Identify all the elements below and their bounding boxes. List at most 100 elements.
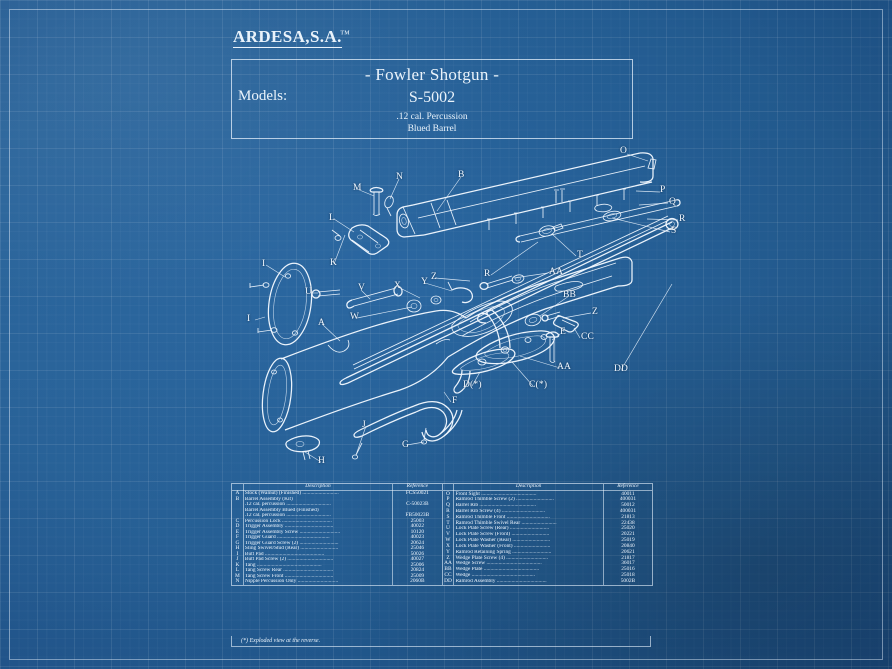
row-reference: 25020	[621, 525, 635, 532]
product-name: - Fowler Shotgun -	[364, 65, 500, 84]
table-footnote: (*) Exploded view at the reverse.	[231, 636, 651, 647]
callout-H: H	[318, 456, 326, 466]
callout-A: A	[318, 318, 326, 328]
callout-U: U	[305, 287, 313, 297]
callout-V: V	[358, 283, 366, 293]
trigger-guard-part	[352, 402, 462, 459]
callout-G: G	[402, 440, 410, 450]
row-description: Barrel Rib .............................…	[453, 503, 604, 509]
callout-Z: Z	[431, 272, 438, 282]
row-letter: P	[442, 497, 455, 504]
sling-swivel-stud-part	[286, 436, 320, 460]
row-letter	[232, 507, 244, 513]
row-description: Ramrod Retaining Spring ................…	[453, 549, 604, 556]
callout-F: F	[452, 396, 458, 406]
callout-Q: Q	[669, 197, 677, 207]
row-description: Wedge Plate ............................…	[453, 566, 604, 573]
row-description: Ramrod Thimble Screw (2) ...............…	[453, 497, 604, 504]
row-description: Percussion Lock ........................…	[243, 518, 394, 524]
row-reference: 5002B	[620, 577, 636, 584]
header-description: Description	[453, 484, 604, 492]
row-letter: N	[232, 578, 244, 585]
row-description: .12 cal. percussion ....................…	[243, 513, 394, 519]
row-reference: 50012	[621, 502, 635, 509]
row-letter: CC	[442, 572, 455, 579]
row-reference: 10120	[410, 528, 425, 535]
models-label: Models:	[238, 88, 288, 104]
table-row: .12 cal. percussion ....................…	[232, 512, 442, 519]
row-description: Nipple Percussion Only .................…	[243, 579, 394, 585]
row-description: Butt Pad ...............................…	[243, 551, 394, 557]
row-description: Ramrod Thimble Swivel Rear .............…	[453, 520, 604, 527]
row-reference: 20621	[621, 548, 635, 555]
trademark-symbol: ™	[340, 29, 350, 40]
row-letter	[232, 502, 244, 508]
row-reference: 25046	[410, 545, 425, 551]
callout-AA: AA	[549, 267, 564, 277]
row-reference: FCS50021	[405, 490, 429, 496]
row-letter: U	[442, 526, 455, 533]
callout-I-left: I	[247, 314, 251, 324]
row-reference: 25018	[621, 571, 635, 578]
row-description: Wedge Screw ............................…	[453, 561, 604, 567]
row-letter: DD	[442, 578, 455, 585]
row-description: Front Sight ............................…	[453, 490, 604, 498]
table-header-row: Description Reference	[232, 483, 442, 491]
row-description: Wedge Plate Screw (4) ..................…	[453, 555, 604, 562]
callout-W: W	[350, 312, 360, 322]
row-letter: K	[232, 562, 244, 568]
row-description: Tang ...................................…	[243, 562, 394, 568]
row-description: Tang Screw Rear ........................…	[243, 568, 394, 574]
ramrod-thimble-swivel-rear	[538, 224, 563, 238]
tang-screw-rear-part	[332, 230, 341, 240]
callout-P: P	[660, 185, 666, 195]
row-description: Barrel Assembly Blued (Finished)	[243, 507, 394, 513]
callout-S: S	[671, 226, 677, 236]
header-description: Description	[243, 484, 394, 491]
percussion-lock-part	[476, 310, 554, 364]
brand-name: ARDESA,S.A.	[233, 27, 342, 48]
header-letter	[442, 484, 455, 492]
row-letter: J	[232, 556, 244, 563]
callout-AA-rod: AA	[557, 362, 572, 372]
row-reference: 50026	[410, 550, 425, 557]
row-description: Trigger Assembly .......................…	[243, 524, 394, 530]
row-letter: BB	[442, 566, 455, 573]
row-reference: 25016	[621, 566, 635, 573]
callout-CC: CC	[581, 332, 595, 342]
row-reference: 25006	[410, 561, 425, 568]
callout-DD: DD	[614, 364, 629, 374]
table-row: .12 cal. percussion ....................…	[232, 501, 442, 508]
row-description: Lock Plate Washer (Front) ..............…	[453, 543, 604, 550]
title-block: Models: - Fowler Shotgun - S-5002 .12 ca…	[231, 59, 633, 139]
row-reference: 25019	[621, 537, 635, 544]
row-reference: 40011	[621, 490, 635, 497]
nipple-percussion-part	[383, 195, 395, 216]
row-reference: 400031	[619, 496, 637, 503]
barrel-rib-screws	[487, 189, 626, 230]
row-description: Trigger Guard ..........................…	[243, 535, 394, 541]
row-description: Wedge ..................................…	[453, 572, 604, 579]
model-number: S-5002	[408, 89, 456, 106]
ramrod-thimble-front	[602, 210, 622, 223]
row-letter: F	[232, 534, 244, 541]
row-reference: 20840	[621, 542, 635, 549]
